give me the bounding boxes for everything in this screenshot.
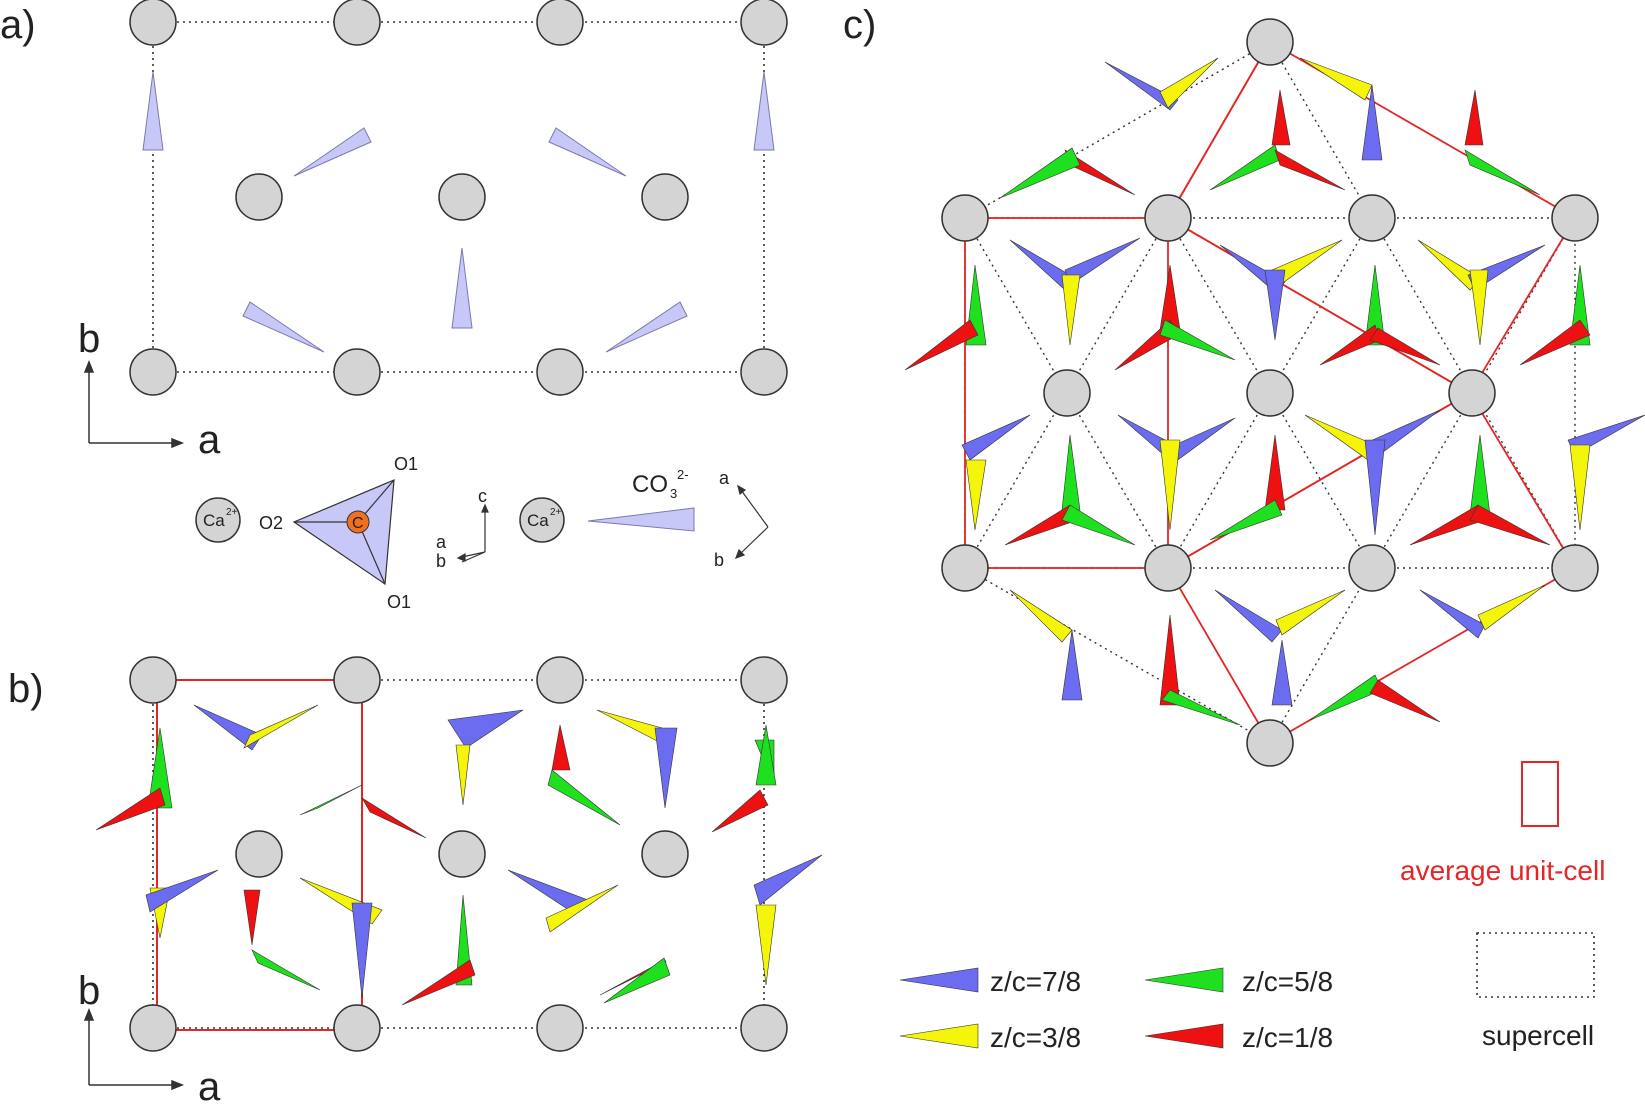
panel-b-average-cell	[156, 679, 363, 1031]
legend-co3-label: CO	[632, 471, 668, 498]
legend-swatch-1-8	[1144, 1023, 1224, 1049]
legend-triad-ab	[734, 484, 769, 560]
panel-b: b)	[8, 656, 823, 1106]
legend-carbon-atom	[346, 510, 370, 534]
legend-ca-label-2: Ca	[527, 511, 549, 530]
legend-calcium-atom-2	[519, 497, 565, 543]
panel-b-axes	[83, 1007, 185, 1091]
legend-swatch-7-8	[899, 967, 979, 993]
legend-calcium-atom	[195, 497, 241, 543]
legend-co3-subscript: 3	[670, 486, 677, 501]
panel-c-calcium-atoms	[941, 18, 1599, 767]
legend-triad-b-label: b	[436, 551, 446, 571]
zc-legend: z/c=7/8 z/c=5/8 z/c=3/8 z/c=1/8 average …	[899, 761, 1605, 1053]
legend-carbon-label: C	[352, 515, 364, 532]
legend-triad-a-label: a	[436, 532, 447, 552]
legend-ca-label: Ca	[203, 511, 225, 530]
panel-b-axis-b-label: b	[78, 969, 100, 1013]
legend-triad2-b-label: b	[714, 550, 724, 570]
legend-average-unit-cell-label: average unit-cell	[1400, 855, 1605, 886]
panel-c-label: c)	[843, 3, 876, 47]
panel-a-cell-outline	[152, 21, 765, 373]
panel-b-label: b)	[8, 667, 44, 711]
legend-label-5-8: z/c=5/8	[1242, 966, 1333, 997]
legend-o1-bottom-label: O1	[387, 592, 411, 612]
legend-triad2-a-label: a	[719, 468, 730, 488]
legend-label-7-8: z/c=7/8	[990, 966, 1081, 997]
panel-b-axis-a-label: a	[198, 1065, 221, 1106]
panel-a-axis-b-label: b	[78, 317, 100, 361]
legend-swatch-5-8	[1144, 967, 1224, 993]
panel-a: a)	[0, 0, 788, 612]
legend-label-1-8: z/c=1/8	[1242, 1022, 1333, 1053]
panel-b-carbonates	[95, 704, 823, 1006]
legend-co3-charge: 2-	[677, 467, 689, 482]
legend-ca-charge: 2+	[226, 507, 238, 518]
panel-c: c)	[843, 3, 1645, 767]
legend-triad-c-label: c	[478, 486, 487, 506]
panel-c-carbonates	[904, 57, 1645, 726]
panel-a-label: a)	[0, 3, 36, 47]
panel-a-legend: Ca 2+ C O1 O2 O1 c a b	[195, 454, 769, 612]
legend-swatch-3-8	[899, 1023, 979, 1049]
panel-a-carbonates	[142, 71, 775, 353]
legend-triad-cab	[456, 503, 489, 563]
legend-label-3-8: z/c=3/8	[990, 1022, 1081, 1053]
legend-carbonate-triangle	[292, 479, 395, 586]
legend-average-unit-cell-swatch	[1521, 761, 1559, 827]
panel-a-axis-a-label: a	[198, 418, 221, 462]
panel-a-axes	[83, 359, 185, 449]
panel-a-calcium-atoms	[129, 0, 788, 396]
legend-supercell-label: supercell	[1482, 1020, 1594, 1051]
legend-ca-charge-2: 2+	[550, 507, 562, 518]
legend-supercell-swatch	[1476, 932, 1595, 998]
panel-b-calcium-atoms	[129, 656, 788, 1052]
legend-carbonate-side-view	[587, 507, 695, 532]
legend-o2-label: O2	[259, 513, 283, 533]
legend-o1-top-label: O1	[394, 454, 418, 474]
